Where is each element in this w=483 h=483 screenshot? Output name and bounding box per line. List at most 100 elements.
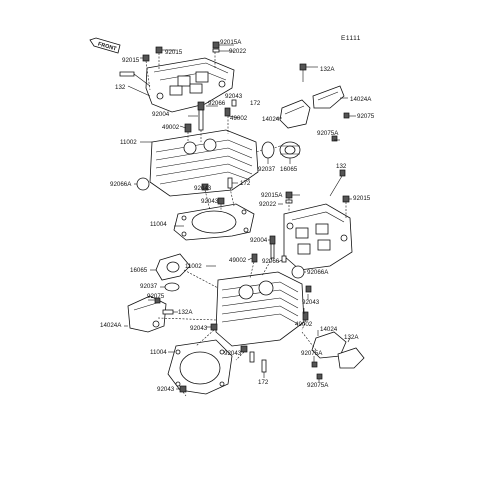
- plug-49002-mid: [251, 253, 258, 263]
- label-92075a-low2: 92075A: [307, 382, 329, 389]
- label-92043-top: 92043: [225, 93, 243, 100]
- bolt-92015-top: [155, 46, 163, 54]
- label-14024a-mid: 14024A: [100, 322, 122, 329]
- bolt-92015a-top: [212, 41, 220, 49]
- nut-92075a-low: [311, 361, 318, 368]
- label-92066-top: 92066: [208, 100, 226, 107]
- head-gasket-11004-top: [173, 203, 255, 241]
- nut-92043-low2: [240, 345, 248, 353]
- label-92075-mid: 92075: [147, 293, 165, 300]
- nut-92043-mid2: [217, 197, 225, 205]
- bolt-92015-mid: [342, 195, 350, 203]
- label-172-top: 172: [250, 100, 261, 107]
- label-92075-top: 92075: [357, 113, 375, 120]
- gasket-92037-top: [261, 141, 275, 159]
- leader-lines: [124, 44, 356, 390]
- label-92043-low2: 92043: [224, 350, 242, 357]
- label-92022-top: 92022: [229, 48, 247, 55]
- label-172-low: 172: [258, 379, 269, 386]
- plug-49002-top: [224, 107, 231, 117]
- front-marker: FRONT: [97, 41, 117, 52]
- label-132a-top: 132A: [320, 66, 335, 73]
- label-172-mid: 172: [240, 180, 251, 187]
- label-92066-mid: 92066: [262, 258, 280, 265]
- label-92066a-mid: 92066A: [307, 269, 329, 276]
- label-132a-low: 132A: [344, 334, 359, 341]
- label-132a-mid: 132A: [178, 309, 193, 316]
- label-92004-top: 92004: [152, 111, 170, 118]
- alignment-dashed-lines: [145, 52, 347, 397]
- label-92043-mid: 92043: [194, 185, 212, 192]
- label-92004-mid: 92004: [250, 237, 268, 244]
- label-14024a-top: 14024A: [350, 96, 372, 103]
- bolt-172-low: [261, 359, 267, 373]
- cylinder-head-front: [215, 271, 305, 347]
- nut-92043-mid-right: [305, 285, 312, 293]
- label-92022-mid: 92022: [259, 201, 277, 208]
- label-92015a-top: 92015A: [220, 39, 242, 46]
- washer-92022-top: [212, 48, 220, 53]
- part-labels: 92015A 92022 92015 92015 132 132A 14024A…: [100, 39, 375, 393]
- label-92075a-low: 92075A: [301, 350, 323, 357]
- label-16065-mid: 16065: [130, 267, 148, 274]
- label-16065-top: 16065: [280, 166, 298, 173]
- label-132-left: 132: [115, 84, 126, 91]
- label-92043-bottom: 92043: [157, 386, 175, 393]
- label-92015a-mid: 92015A: [261, 192, 283, 199]
- nut-92075a-top: [331, 135, 338, 142]
- label-92075a-top: 92075A: [317, 130, 339, 137]
- side-cover-14024-top: [279, 99, 311, 129]
- label-92043-right: 92043: [302, 299, 320, 306]
- stud-mid: [270, 243, 275, 259]
- side-cover-14024a-top: [312, 85, 345, 109]
- seal-92066a-mid: [291, 265, 305, 279]
- stud-top: [198, 109, 204, 131]
- label-11002-top: 11002: [120, 139, 137, 146]
- nut-92075-mid: [154, 297, 161, 304]
- label-92015-mid: 92015: [353, 195, 371, 202]
- side-cover-132a-low: [337, 347, 365, 369]
- label-11002-mid: 11002: [185, 263, 202, 270]
- label-132-mid: 132: [336, 163, 347, 170]
- label-49002-top: 49002: [230, 115, 248, 122]
- bolt-92015a-mid: [285, 191, 293, 199]
- label-92066a-top: 92066A: [110, 181, 132, 188]
- figure-code: E1111: [341, 35, 361, 42]
- label-92043-mid2: 92043: [201, 198, 219, 205]
- seal-92066a-top: [136, 177, 150, 191]
- bolt-132a-top: [299, 63, 307, 71]
- nut-92075a-low2: [316, 373, 323, 380]
- label-11004-low: 11004: [150, 349, 167, 356]
- label-92037-mid: 92037: [140, 283, 158, 290]
- bolt-132-left: [119, 71, 135, 77]
- label-14024-top: 14024: [262, 116, 280, 123]
- nut-92043-bottom: [179, 385, 187, 393]
- bolt-132-mid: [339, 169, 346, 177]
- label-92043-low: 92043: [190, 325, 208, 332]
- bolt-172-low2: [249, 351, 255, 363]
- bolt-172-mid: [227, 177, 233, 189]
- label-49002-low: 49002: [295, 321, 313, 328]
- head-cover-front: [283, 203, 353, 271]
- side-cover-14024a-mid: [127, 295, 167, 333]
- label-92015-top: 92015: [165, 49, 183, 56]
- valve-guide-92004-top: [197, 101, 205, 111]
- label-92015-left: 92015: [122, 57, 140, 64]
- nut-92043-low: [210, 323, 218, 331]
- head-gasket-11004-low: [167, 339, 233, 395]
- oring-92066-top: [231, 99, 237, 107]
- label-49002-mid: 49002: [229, 257, 247, 264]
- label-49002-top2: 49002: [162, 124, 180, 131]
- front-arrow: FRONT: [89, 37, 121, 54]
- intake-joint-16065-top: [279, 141, 301, 159]
- gasket-92037-mid: [164, 282, 180, 292]
- label-92037-top: 92037: [258, 166, 276, 173]
- label-11004-top: 11004: [150, 221, 167, 228]
- bolt-132a-mid: [162, 309, 174, 315]
- valve-guide-92004-mid: [269, 235, 276, 245]
- head-cover-rear: [145, 57, 235, 113]
- bolt-92015-left: [142, 54, 150, 62]
- plug-49002-low: [302, 311, 309, 321]
- label-14024-low: 14024: [320, 326, 338, 333]
